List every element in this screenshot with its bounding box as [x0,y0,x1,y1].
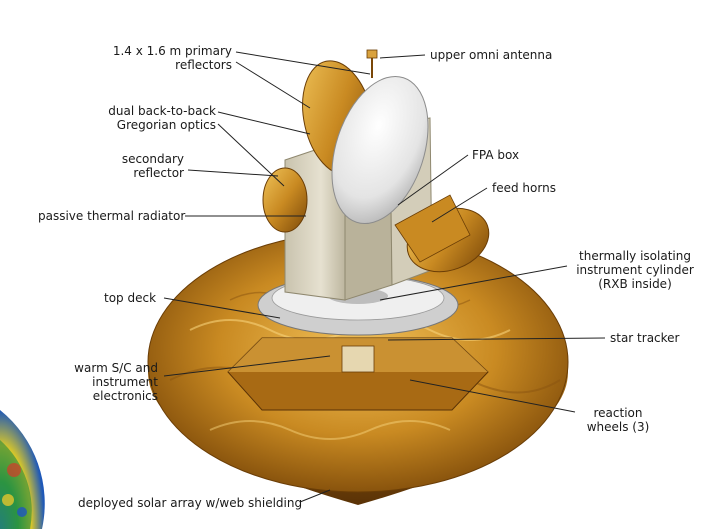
label-star-tracker: star tracker [610,331,680,345]
label-warm-electronics: warm S/C and instrument electronics [40,361,158,403]
label-primary-reflectors-line1: 1.4 x 1.6 m primary [92,44,232,58]
label-feed-horns: feed horns [492,181,556,195]
label-reaction-wheels-line1: reaction [578,406,658,420]
label-solar-array: deployed solar array w/web shielding [78,496,302,510]
label-primary-reflectors: 1.4 x 1.6 m primary reflectors [92,44,232,72]
label-gregorian-optics-line2: Gregorian optics [84,118,216,132]
label-warm-electronics-line3: electronics [40,389,158,403]
label-reaction-wheels: reaction wheels (3) [578,406,658,434]
label-gregorian-optics: dual back-to-back Gregorian optics [84,104,216,132]
label-instrument-cylinder-line1: thermally isolating [570,249,700,263]
label-instrument-cylinder: thermally isolating instrument cylinder … [570,249,700,291]
label-passive-radiator: passive thermal radiator [38,209,185,223]
label-gregorian-optics-line1: dual back-to-back [84,104,216,118]
label-top-deck: top deck [104,291,156,305]
label-secondary-reflector-line1: secondary [100,152,184,166]
label-reaction-wheels-line2: wheels (3) [578,420,658,434]
label-fpa-box: FPA box [472,148,519,162]
label-instrument-cylinder-line3: (RXB inside) [570,277,700,291]
label-warm-electronics-line1: warm S/C and [40,361,158,375]
cmb-map-corner [0,410,45,529]
label-warm-electronics-line2: instrument [40,375,158,389]
label-secondary-reflector-line2: reflector [100,166,184,180]
label-primary-reflectors-line2: reflectors [92,58,232,72]
label-upper-omni: upper omni antenna [430,48,552,62]
label-instrument-cylinder-line2: instrument cylinder [570,263,700,277]
label-secondary-reflector: secondary reflector [100,152,184,180]
spacecraft-bus [228,338,488,410]
